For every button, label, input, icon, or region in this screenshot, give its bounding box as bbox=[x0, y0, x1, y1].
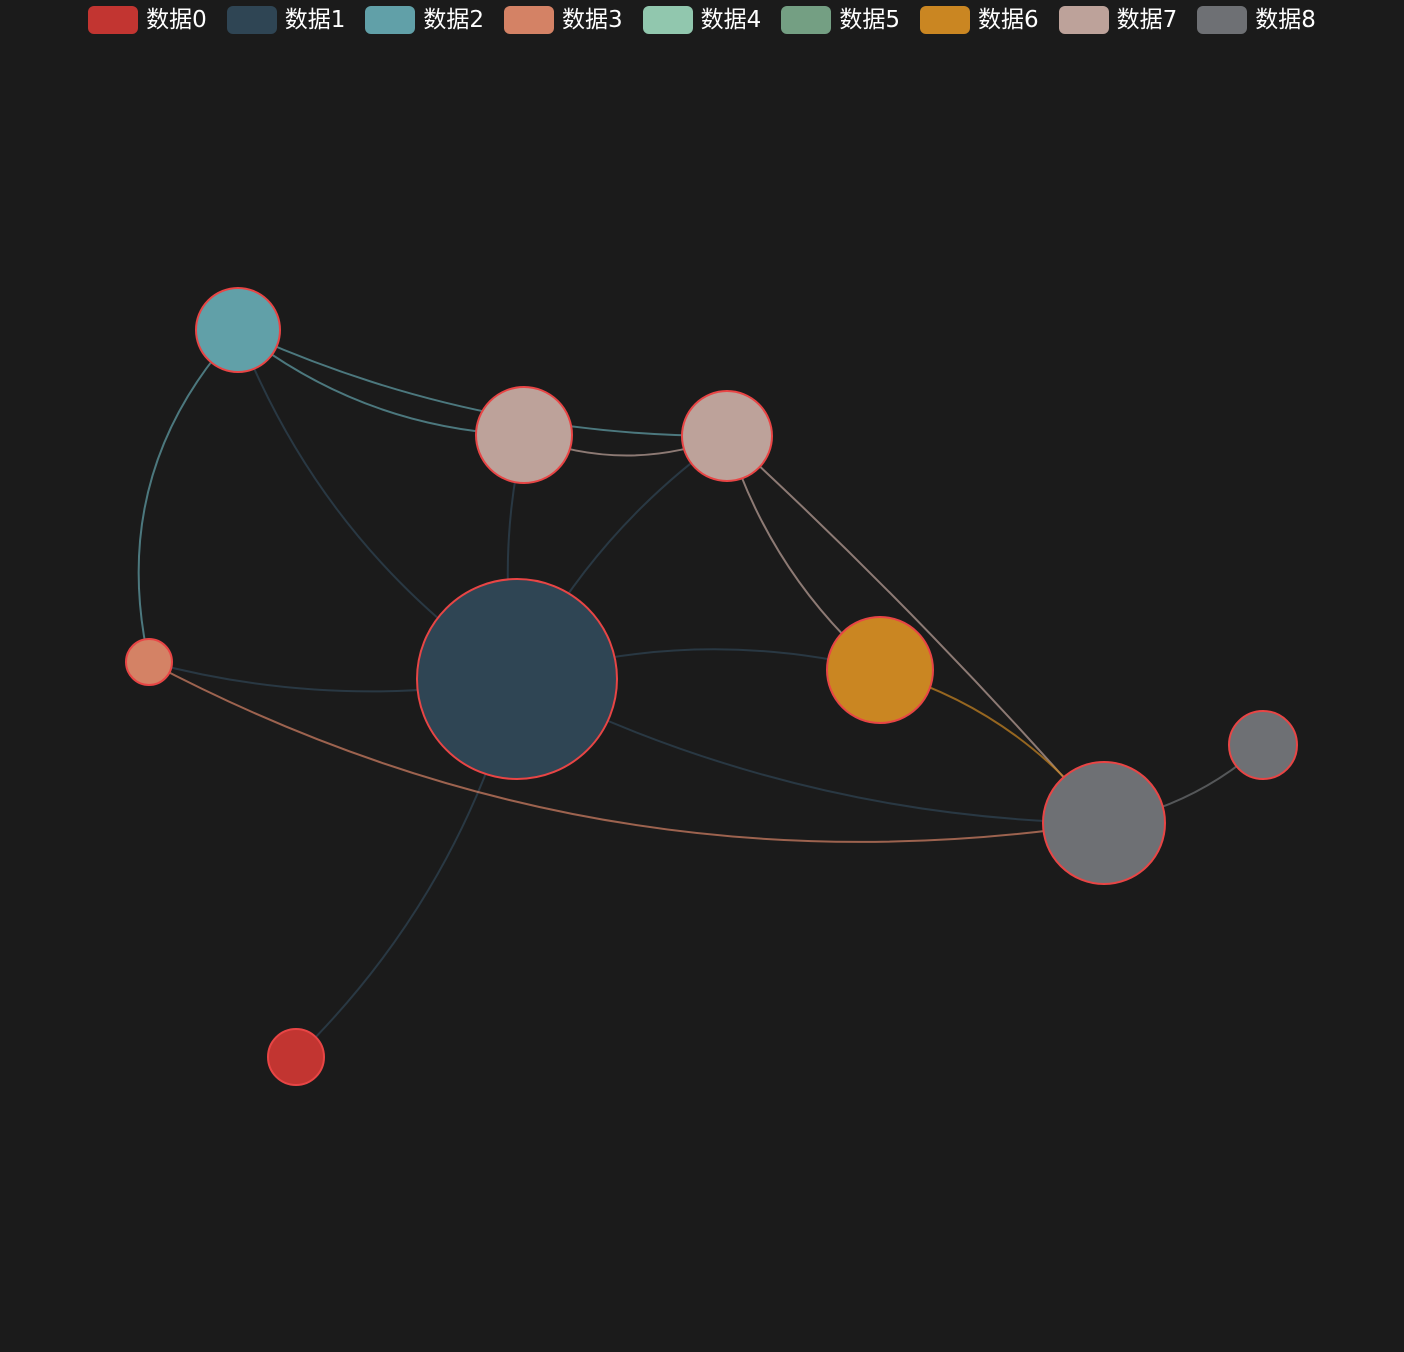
legend-swatch bbox=[1058, 6, 1109, 34]
graph-node[interactable] bbox=[1042, 761, 1166, 885]
legend-label: 数据0 bbox=[146, 7, 207, 33]
legend-swatch bbox=[88, 6, 139, 34]
legend: 数据0 数据1 数据2 数据3 数据4 数据5 数据6 数据7 数据8 bbox=[0, 0, 1404, 40]
graph-node[interactable] bbox=[125, 638, 173, 686]
legend-item-6[interactable]: 数据6 bbox=[919, 6, 1039, 34]
legend-label: 数据2 bbox=[423, 7, 485, 33]
legend-label: 数据8 bbox=[1255, 7, 1316, 33]
legend-label: 数据7 bbox=[1116, 7, 1178, 33]
legend-item-1[interactable]: 数据1 bbox=[226, 6, 346, 34]
legend-swatch bbox=[919, 6, 970, 34]
legend-item-5[interactable]: 数据5 bbox=[781, 6, 900, 34]
legend-swatch bbox=[642, 6, 693, 34]
graph-node[interactable] bbox=[416, 578, 618, 780]
legend-label: 数据1 bbox=[284, 7, 346, 33]
graph-node[interactable] bbox=[475, 386, 573, 484]
graph-node[interactable] bbox=[681, 390, 773, 482]
graph-link[interactable] bbox=[148, 661, 1105, 843]
graph-node[interactable] bbox=[267, 1028, 325, 1086]
legend-swatch bbox=[365, 6, 416, 34]
legend-item-2[interactable]: 数据2 bbox=[365, 6, 484, 34]
graph-node[interactable] bbox=[195, 287, 281, 373]
legend-label: 数据5 bbox=[839, 7, 900, 33]
legend-label: 数据4 bbox=[700, 7, 762, 33]
graph-node[interactable] bbox=[1228, 710, 1298, 780]
nodes-layer bbox=[125, 287, 1298, 1086]
legend-label: 数据6 bbox=[977, 7, 1039, 33]
legend-item-8[interactable]: 数据8 bbox=[1197, 6, 1316, 34]
graph-link[interactable] bbox=[137, 329, 239, 663]
graph-node[interactable] bbox=[826, 616, 934, 724]
legend-item-3[interactable]: 数据3 bbox=[504, 6, 623, 34]
legend-item-7[interactable]: 数据7 bbox=[1058, 6, 1178, 34]
legend-item-0[interactable]: 数据0 bbox=[88, 6, 207, 34]
legend-swatch bbox=[504, 6, 555, 34]
graph-link[interactable] bbox=[237, 329, 728, 438]
legend-label: 数据3 bbox=[562, 7, 623, 33]
legend-swatch bbox=[781, 6, 832, 34]
legend-swatch bbox=[226, 6, 277, 34]
legend-swatch bbox=[1197, 6, 1248, 34]
legend-item-4[interactable]: 数据4 bbox=[642, 6, 762, 34]
